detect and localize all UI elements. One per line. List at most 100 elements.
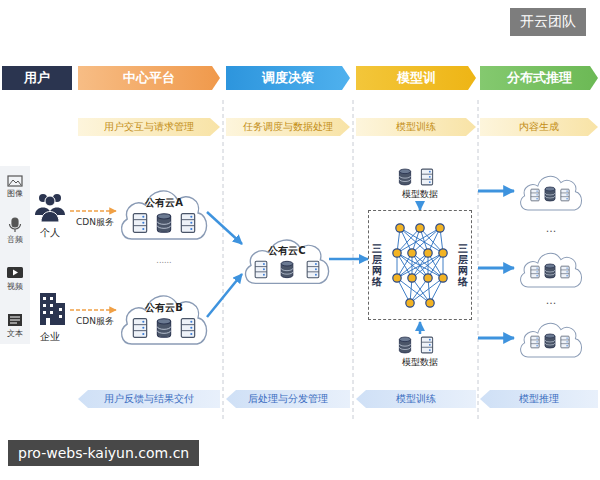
output-cloud	[561, 266, 569, 278]
neural-network	[408, 274, 416, 282]
neural-network	[393, 249, 401, 257]
watermark: pro-webs-kaiyun.com.cn	[8, 440, 199, 466]
data-label: 模型数据	[388, 188, 452, 201]
cloud-node: 公有云B	[118, 287, 210, 347]
building-icon	[43, 297, 62, 325]
node-text: 公有云A	[145, 196, 183, 210]
ellipsis: ...	[535, 222, 567, 235]
building-icon	[40, 293, 56, 325]
cloud-servers	[157, 319, 170, 338]
neural-network	[424, 274, 432, 282]
output-cloud	[521, 253, 582, 287]
node-text: 公有云C	[268, 244, 305, 258]
audio-icon	[12, 218, 18, 227]
node-text: 用户	[24, 69, 50, 87]
flow-band: 模型推理	[480, 390, 598, 408]
node-text: 模型训	[397, 69, 436, 87]
cloud-servers	[181, 214, 194, 233]
cdn-arrow	[70, 309, 116, 311]
output-cloud	[521, 323, 582, 357]
text-icon	[8, 314, 22, 326]
column-divider	[478, 100, 479, 420]
output-cloud	[561, 336, 569, 348]
node-text: 内容生成	[519, 120, 559, 134]
output-cloud	[521, 176, 582, 210]
output-arrow	[478, 191, 514, 338]
person-icon	[41, 212, 59, 223]
output-cloud	[531, 336, 539, 348]
flow-band: 内容生成	[480, 118, 598, 136]
flow-arrow	[207, 212, 242, 244]
neural-network	[426, 299, 434, 307]
cdn-arrow	[70, 210, 116, 212]
cdn-arrow	[70, 211, 116, 310]
ellipsis: ...	[535, 294, 567, 307]
node-text: 后处理与分发管理	[248, 392, 328, 406]
node-text: 模型训练	[396, 392, 436, 406]
image-icon	[8, 176, 22, 186]
audio-icon	[10, 224, 21, 229]
building-icon	[50, 304, 53, 307]
node-text: 中心平台	[123, 69, 175, 87]
cloud-servers	[281, 261, 293, 277]
node-text: 公有云B	[145, 301, 183, 315]
cloud-servers	[255, 261, 267, 277]
media-strip	[0, 166, 30, 344]
video-icon	[7, 267, 23, 278]
watermark: 开云团队	[510, 8, 586, 36]
text-icon	[10, 317, 20, 318]
person-icon	[35, 194, 65, 222]
flow-band: 模型训练	[356, 390, 476, 408]
output-cloud	[521, 176, 582, 357]
cloud-shape	[122, 191, 329, 344]
cloud-servers	[181, 319, 194, 338]
cdn-label: CDN服务	[70, 315, 120, 328]
user-label: 个人	[34, 226, 66, 240]
cloud-node: 公有云A	[118, 182, 210, 242]
image-icon	[8, 176, 22, 186]
node-text: 调度决策	[262, 69, 314, 87]
data-arrow	[419, 322, 422, 334]
node-text: 任务调度与数据处理	[243, 120, 333, 134]
model-data-icon	[421, 337, 432, 353]
media-label: 视频	[3, 281, 27, 292]
cloud-shape	[122, 296, 207, 344]
text-icon	[8, 314, 22, 326]
flow-band: 后处理与分发管理	[226, 390, 350, 408]
node-text: 模型训练	[396, 120, 436, 134]
neural-network	[397, 253, 443, 278]
video-icon	[13, 270, 18, 276]
neural-network	[416, 224, 424, 232]
flow-arrow	[329, 258, 368, 261]
output-arrow	[478, 190, 514, 193]
node-text: 用户交互与请求管理	[104, 120, 194, 134]
user-label: 企业	[34, 330, 66, 344]
text-icon	[10, 323, 17, 324]
flow-band: 用户反馈与结果交付	[78, 390, 220, 408]
building-icon	[59, 308, 62, 311]
building-icon	[43, 297, 46, 300]
data-arrow	[419, 201, 422, 210]
output-cloud	[531, 189, 539, 201]
image-icon	[9, 180, 21, 185]
output-arrow	[478, 337, 514, 340]
building-icon	[43, 311, 46, 314]
data-label: 模型数据	[388, 356, 452, 369]
header-tab: 模型训	[356, 66, 476, 90]
header-tab: 用户	[2, 66, 72, 90]
neural-network	[393, 274, 401, 282]
node-text: 模型推理	[519, 392, 559, 406]
media-label: 音频	[3, 234, 27, 245]
output-cloud	[531, 266, 539, 278]
model-data-icon	[399, 337, 410, 353]
node-text: 三层网络	[372, 243, 382, 287]
cdn-label: CDN服务	[70, 216, 120, 229]
video-icon	[7, 267, 23, 278]
cloud-node: 公有云C	[242, 232, 332, 286]
neural-network	[436, 224, 444, 232]
building-icon	[40, 293, 65, 325]
